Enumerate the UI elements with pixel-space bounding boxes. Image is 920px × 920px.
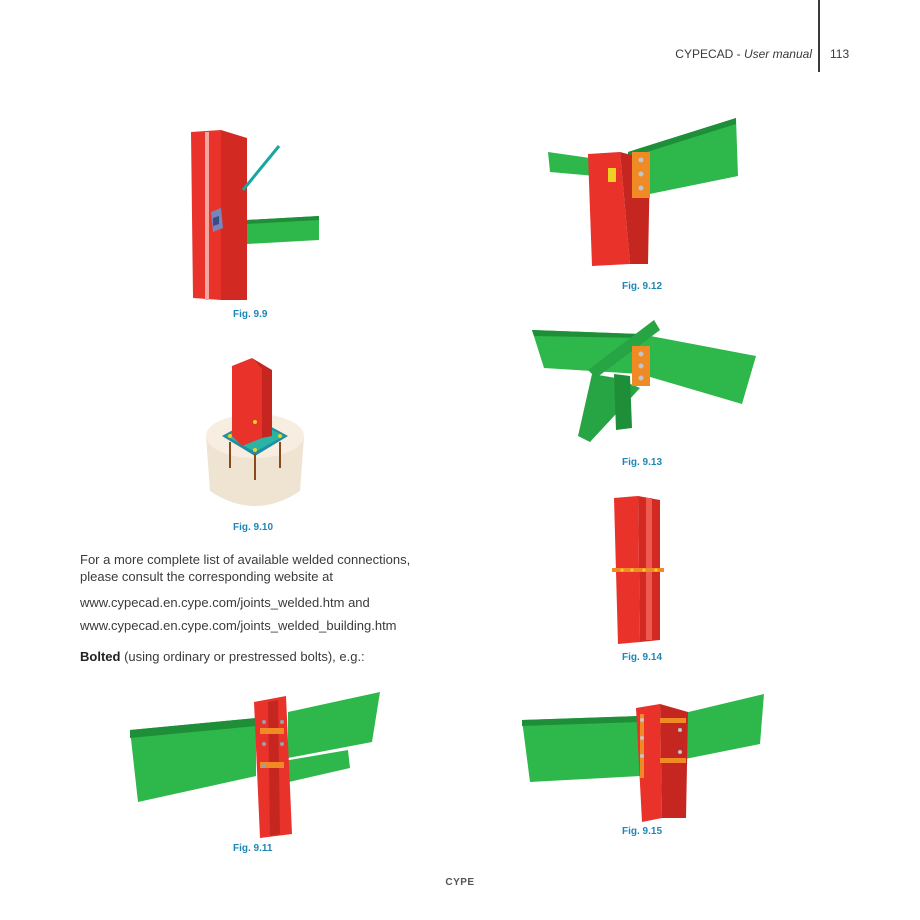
- caption-fig-9-13: Fig. 9.13: [622, 457, 663, 468]
- caption-fig-9-11: Fig. 9.11: [233, 843, 273, 854]
- body-link-2: www.cypecad.en.cype.com/joints_welded_bu…: [80, 618, 397, 633]
- header-title-italic: User manual: [743, 47, 812, 61]
- bolted-paragraph: Bolted (using ordinary or prestressed bo…: [80, 648, 365, 665]
- figure-9-13-illustration: [532, 320, 756, 442]
- footer-brand: CYPE: [445, 877, 475, 888]
- caption-fig-9-10: Fig. 9.10: [233, 522, 274, 533]
- header-title-main: CYPECAD -: [675, 47, 741, 61]
- body-link-1: www.cypecad.en.cype.com/joints_welded.ht…: [80, 595, 370, 610]
- figure-9-11-illustration: [130, 692, 380, 838]
- figure-9-9-illustration: [191, 130, 319, 300]
- caption-fig-9-14: Fig. 9.14: [622, 652, 663, 663]
- page-number: 113: [830, 47, 850, 61]
- figure-9-15-illustration: [522, 694, 764, 822]
- body-line-2: please consult the corresponding website…: [80, 569, 333, 584]
- figure-9-12-illustration: [548, 118, 738, 266]
- bolted-description: (using ordinary or prestressed bolts), e…: [120, 649, 365, 664]
- running-header: CYPECAD - User manual: [675, 47, 812, 61]
- caption-fig-9-9: Fig. 9.9: [233, 309, 268, 320]
- header-divider: [818, 0, 820, 72]
- caption-fig-9-15: Fig. 9.15: [622, 826, 663, 837]
- bolted-term: Bolted: [80, 649, 121, 664]
- body-line-1: For a more complete list of available we…: [80, 552, 411, 567]
- caption-fig-9-12: Fig. 9.12: [622, 281, 663, 292]
- figure-9-14-illustration: [612, 496, 664, 644]
- figure-9-10-illustration: [206, 358, 304, 506]
